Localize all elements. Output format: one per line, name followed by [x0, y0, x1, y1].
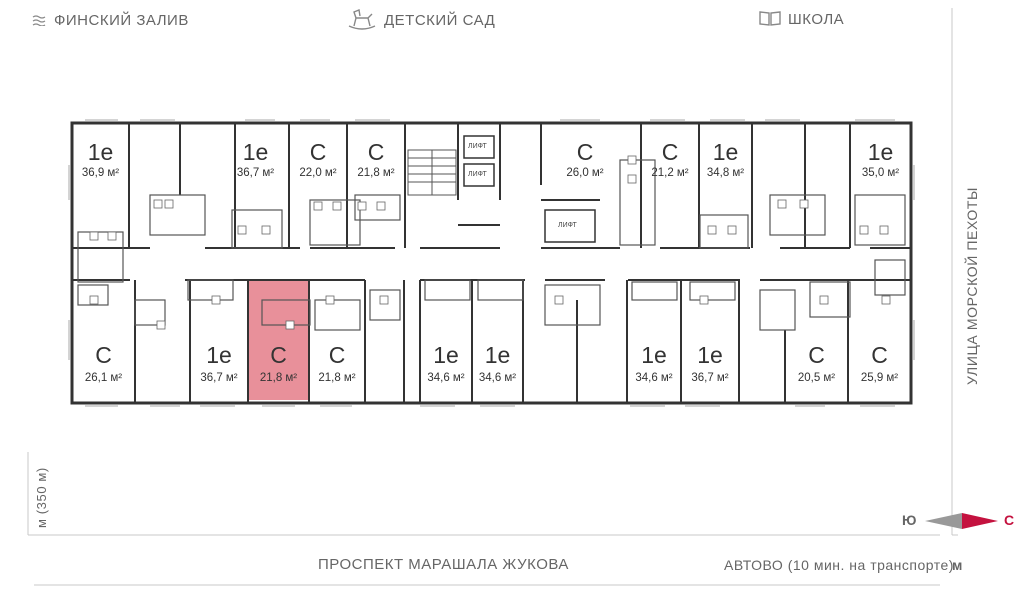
apartment-type: С: [808, 342, 825, 368]
apartment-type: 1е: [87, 139, 114, 165]
apartment-type: С: [871, 342, 888, 368]
apartment-type: С: [95, 342, 112, 368]
street-lines: [27, 8, 958, 586]
waves-icon: [32, 13, 48, 30]
metro-left-label: м (350 м): [34, 467, 49, 528]
apartment-area: 26,1 м²: [84, 372, 123, 384]
apartment-area: 36,7 м²: [691, 372, 729, 384]
apartment-a7[interactable]: 1е 34,8 м²: [699, 123, 752, 183]
apartment-b10[interactable]: С 25,9 м²: [848, 330, 911, 390]
apartment-type: 1е: [712, 139, 739, 165]
apartment-a3[interactable]: С 22,0 м²: [289, 123, 347, 183]
apartment-b8[interactable]: 1е 36,7 м²: [681, 330, 739, 390]
apartment-area: 34,8 м²: [706, 167, 745, 179]
rocking-horse-icon: [346, 8, 378, 34]
apartment-area: 21,8 м²: [259, 372, 298, 384]
apartment-a4[interactable]: С 21,8 м²: [347, 123, 405, 183]
apartment-type: 1е: [697, 342, 723, 368]
gulf-text: ФИНСКИЙ ЗАЛИВ: [54, 12, 189, 29]
kindergarten-text: ДЕТСКИЙ САД: [384, 11, 496, 29]
apartment-area: 36,7 м²: [236, 167, 275, 179]
apartment-area: 22,0 м²: [299, 167, 337, 179]
apartment-b4[interactable]: С 21,8 м²: [309, 330, 365, 390]
apartment-a8[interactable]: 1е 35,0 м²: [850, 123, 911, 183]
lift-label-1: ЛИФТ: [468, 143, 487, 150]
misc-walls: [458, 199, 600, 226]
apartment-b5[interactable]: 1е 34,6 м²: [420, 330, 472, 390]
apartment-area: 35,0 м²: [861, 167, 900, 179]
lift-label-3: ЛИФТ: [558, 222, 577, 229]
kindergarten-label: ДЕТСКИЙ САД: [346, 8, 495, 34]
apartment-a6[interactable]: С 21,2 м²: [641, 123, 699, 183]
apartment-area: 25,9 м²: [860, 372, 899, 384]
gulf-label: ФИНСКИЙ ЗАЛИВ: [32, 12, 189, 30]
apartment-b9[interactable]: С 20,5 м²: [785, 330, 848, 390]
apartment-area: 20,5 м²: [797, 372, 836, 384]
apartment-a2[interactable]: 1е 36,7 м²: [228, 123, 283, 183]
fixtures: [89, 155, 891, 330]
stairs: [407, 149, 457, 196]
apartment-area: 21,8 м²: [357, 167, 395, 179]
apartment-area: 21,2 м²: [651, 167, 689, 179]
bathrooms: [77, 159, 906, 331]
compass-south-label: Ю: [902, 512, 917, 528]
apartment-b1[interactable]: С 26,1 м²: [72, 330, 135, 390]
apartment-b2[interactable]: 1е 36,7 м²: [190, 330, 248, 390]
apartment-type: С: [367, 139, 385, 165]
apartment-area: 36,7 м²: [200, 372, 238, 384]
windows: [68, 119, 915, 407]
south-arrow: [925, 513, 962, 529]
north-arrow: [962, 513, 998, 529]
avtovo-label: АВТОВО (10 мин. на транспорте): [724, 557, 954, 573]
apartment-type: 1е: [867, 139, 894, 165]
apartment-type: С: [270, 342, 287, 368]
book-icon: [758, 10, 782, 30]
apartment-type: 1е: [433, 342, 459, 368]
metro-right-label: м: [952, 557, 963, 573]
school-label: ШКОЛА: [758, 10, 844, 30]
apartment-area: 34,6 м²: [635, 372, 673, 384]
interior-walls: [72, 123, 911, 403]
lift-label-2: ЛИФТ: [468, 171, 487, 178]
outer-walls: [70, 121, 913, 405]
apartment-a1[interactable]: 1е 36,9 м²: [72, 123, 129, 183]
apartment-type: С: [309, 139, 327, 165]
apartment-type: С: [328, 342, 346, 368]
apartment-area: 21,8 м²: [318, 372, 356, 384]
apartment-b6[interactable]: 1е 34,6 м²: [472, 330, 523, 390]
apartment-area: 26,0 м²: [566, 167, 604, 179]
apartment-a5[interactable]: С 26,0 м²: [555, 123, 615, 183]
street-right-label: УЛИЦА МОРСКОЙ ПЕХОТЫ: [964, 186, 980, 385]
apartment-type: 1е: [206, 342, 232, 368]
apartment-b3-selected[interactable]: С 21,8 м²: [248, 330, 309, 390]
apartment-area: 36,9 м²: [81, 167, 120, 179]
apartment-type: С: [661, 139, 679, 165]
apartment-b7[interactable]: 1е 34,6 м²: [627, 330, 681, 390]
lift-shafts: [463, 135, 596, 243]
apartment-type: С: [576, 139, 594, 165]
apartment-type: 1е: [641, 342, 667, 368]
prospect-label: ПРОСПЕКТ МАРАШАЛА ЖУКОВА: [318, 556, 569, 573]
apartment-area: 34,6 м²: [427, 372, 465, 384]
apartment-type: 1е: [242, 139, 269, 165]
apartment-area: 34,6 м²: [478, 372, 517, 384]
apartment-type: 1е: [484, 342, 511, 368]
school-text: ШКОЛА: [788, 10, 845, 28]
compass-north-label: С: [1004, 512, 1015, 528]
